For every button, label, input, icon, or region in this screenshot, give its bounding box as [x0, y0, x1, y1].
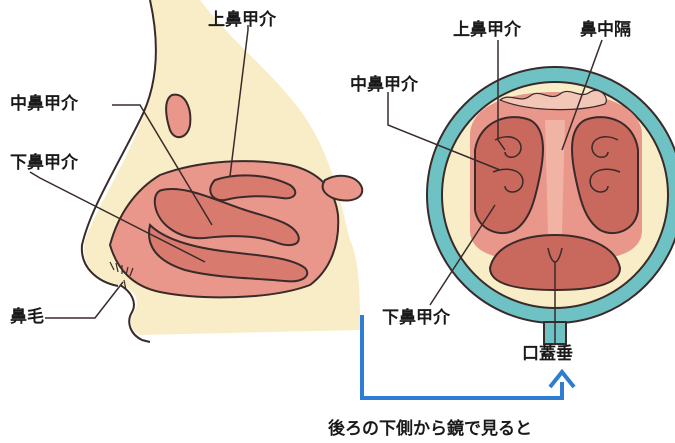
frontal-bone	[166, 95, 190, 138]
label-septum: 鼻中隔	[580, 22, 631, 39]
label-uvula: 口蓋垂	[522, 346, 573, 363]
label-superior-turbinate-rear: 上鼻甲介	[453, 22, 521, 39]
rear-view	[388, 40, 675, 345]
nasal-septum	[545, 120, 565, 235]
label-middle-turbinate-rear: 中鼻甲介	[350, 77, 418, 94]
sphenoid-sinus	[323, 176, 363, 201]
leader-nose-hair	[45, 282, 123, 318]
label-middle-turbinate-side: 中鼻甲介	[10, 96, 78, 113]
label-superior-turbinate-side: 上鼻甲介	[208, 12, 276, 29]
label-inferior-turbinate-side: 下鼻甲介	[10, 155, 78, 172]
label-nose-hair: 鼻毛	[10, 309, 44, 326]
caption: 後ろの下側から鏡で見ると	[328, 421, 532, 438]
label-inferior-turbinate-rear: 下鼻甲介	[382, 310, 450, 327]
